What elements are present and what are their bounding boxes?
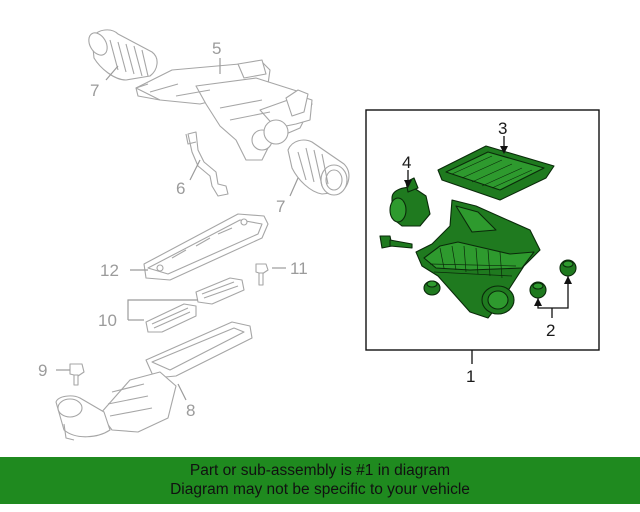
air-cleaner-housing <box>415 199 541 319</box>
duct-clip-lower <box>145 303 197 333</box>
callout-1: 1 <box>466 367 475 386</box>
engine-cover-part <box>143 213 269 281</box>
banner-line-1: Part or sub-assembly is #1 in diagram <box>189 462 451 479</box>
assembly-1-frame <box>365 109 600 351</box>
banner-line-2: Diagram may not be specific to your vehi… <box>170 481 470 498</box>
bolt-part-9 <box>69 363 85 386</box>
rubber-grommet-lower <box>529 281 547 299</box>
callout-7-lower: 7 <box>276 197 285 216</box>
callout-10: 10 <box>98 311 117 330</box>
bolt-part-11 <box>255 263 269 286</box>
callout-12: 12 <box>100 261 119 280</box>
callout-5: 5 <box>212 39 221 58</box>
callout-2: 2 <box>546 321 555 340</box>
rubber-grommet-upper <box>559 259 577 277</box>
callout-9: 9 <box>38 361 47 380</box>
intake-boot-lower-right <box>287 139 350 196</box>
callout-6: 6 <box>176 179 185 198</box>
callout-11: 11 <box>290 259 308 278</box>
sub-assembly-notice-banner: Part or sub-assembly is #1 in diagram Di… <box>0 457 640 504</box>
airbox-bolt <box>379 235 413 249</box>
rubber-grommet-left <box>423 280 441 296</box>
air-intake-tube <box>55 321 253 441</box>
air-filter-element <box>437 145 555 201</box>
mounting-bracket <box>185 131 229 197</box>
callout-8: 8 <box>186 401 195 420</box>
intake-boot-upper-left <box>88 29 158 81</box>
callout-3: 3 <box>498 119 507 138</box>
callout-4: 4 <box>402 153 411 172</box>
intake-resonator-duct <box>135 59 313 161</box>
callout-7-upper: 7 <box>90 81 99 100</box>
duct-clip-upper <box>195 277 245 305</box>
mass-airflow-sensor <box>389 177 431 227</box>
